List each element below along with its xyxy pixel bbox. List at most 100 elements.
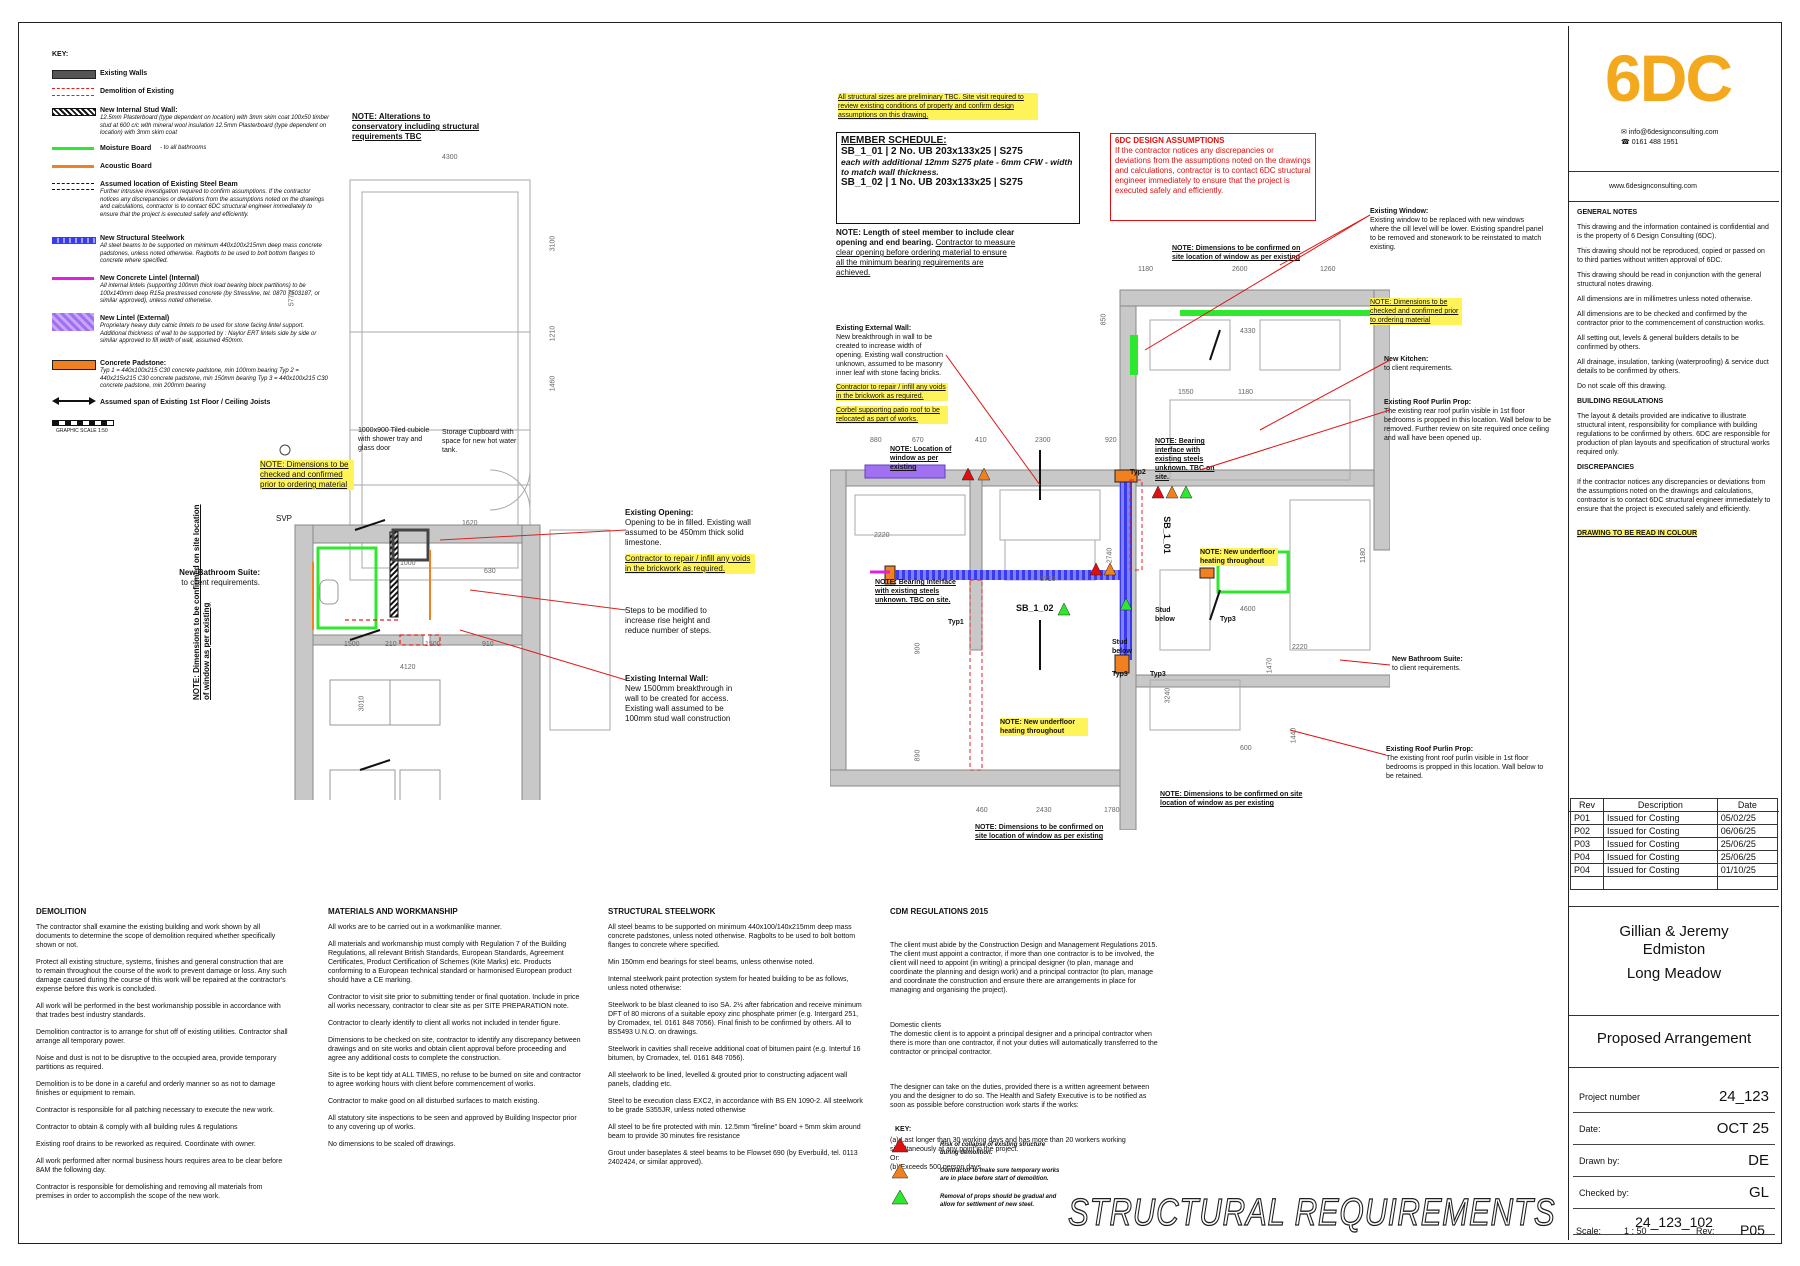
padstone-symbol [52, 360, 96, 370]
steelwork-notes: All steel beams to be supported on minim… [608, 924, 863, 1166]
bearing-interface-note-1: NOTE: Bearing interface with existing st… [1155, 438, 1215, 481]
cdm-notes: The client must abide by the Constructio… [890, 942, 1158, 1171]
window-location-existing-note: NOTE: Location of window as per existing [890, 446, 952, 471]
right-floor-plan [830, 289, 1390, 830]
dimension-label: 1460 [549, 375, 557, 392]
key-item-desc: All internal lintels (supporting 100mm t… [100, 283, 320, 304]
dimension-label: 1780 [1104, 807, 1120, 814]
key-item-label: New Internal Stud Wall: [100, 107, 178, 114]
cubicle-label: 1000x900 Tiled cubicle with shower tray … [358, 427, 430, 452]
dimension-label: 1180 [1238, 389, 1254, 396]
key-item-label: New Concrete Lintel (Internal) [100, 275, 200, 282]
demolition-notes: The contractor shall examine the existin… [36, 924, 288, 1200]
dimension-label: 1000 [400, 560, 416, 567]
rev-label: Rev: [1696, 1226, 1715, 1236]
key-item-desc: Further intrusive investigation required… [100, 189, 325, 218]
key-item-desc: - to all bathrooms [160, 145, 207, 151]
acoustic-board-symbol [52, 165, 94, 168]
padstone-label: Typ1 [948, 619, 964, 626]
revision-row: P03 Issued for Costing 25/06/25 [1570, 837, 1779, 851]
checked-by-row: Checked by: GL [1573, 1176, 1775, 1209]
left-bathroom-callout: New Bathroom Suite: to client requiremen… [179, 568, 260, 587]
dimension-label: 1620 [462, 520, 478, 527]
dimension-label: 2430 [1036, 807, 1052, 814]
dimension-label: 4600 [1240, 606, 1256, 613]
key-item-label: Demolition of Existing [100, 88, 174, 95]
dimension-label: 2220 [1292, 644, 1308, 651]
site-name: Long Meadow [1626, 965, 1722, 982]
dimension-label: 1180 [1138, 266, 1154, 273]
dimension-label: 1500 [344, 641, 360, 648]
company-logo: 6DC [1605, 41, 1733, 115]
existing-wall-symbol [52, 70, 96, 79]
dimension-label: 600 [1240, 745, 1252, 752]
dimension-label: 1550 [1178, 389, 1194, 396]
section-title-steelwork: STRUCTURAL STEELWORK [608, 907, 716, 916]
underfloor-note-1: NOTE: New underfloor heating throughout [1200, 548, 1278, 566]
building-regs-title: BUILDING REGULATIONS [1577, 398, 1664, 405]
drawing-number: 24_123_102 [1635, 1214, 1713, 1230]
dimension-label: 4300 [442, 154, 458, 161]
stud-wall-symbol [52, 108, 96, 116]
revision-row: P04 Issued for Costing 01/10/25 [1570, 863, 1779, 877]
project-number-row: Project number 24_123 [1573, 1080, 1775, 1113]
client-panel: Gillian & Jeremy Edmiston Long Meadow [1569, 906, 1779, 1016]
dimension-label: 1500 [425, 641, 441, 648]
padstone-label: Typ2 [1130, 469, 1146, 476]
steps-callout: Steps to be modified to increase rise he… [625, 606, 712, 635]
beam-label-sb-1-02: SB_1_02 [1016, 603, 1054, 613]
client-name-line2: Edmiston [1642, 941, 1706, 958]
general-notes-panel: GENERAL NOTES This drawing and the infor… [1569, 202, 1779, 812]
email-icon: ✉ [1621, 129, 1627, 136]
date-row: Date: OCT 25 [1573, 1112, 1775, 1145]
props-removal-icon [891, 1189, 909, 1205]
key-item-desc: 12.5mm Plasterboard (type dependent on l… [100, 115, 330, 136]
key-item-desc: All steel beams to be supported on minim… [100, 243, 322, 264]
existing-steel-symbol [52, 183, 94, 190]
dimension-label: 410 [975, 437, 987, 444]
key-item-label: Existing Walls [100, 70, 148, 77]
warning-triangle-icons [891, 1138, 909, 1205]
key-item-label: New Structural Steelwork [100, 235, 185, 242]
temporary-works-icon [891, 1163, 909, 1179]
graphic-scale-bar [52, 420, 114, 426]
dimension-label: 2220 [874, 532, 890, 539]
bearing-interface-note-2: NOTE: Bearing interface with existing st… [875, 579, 956, 604]
phone-icon: ☎ [1621, 139, 1630, 146]
section-title-materials: MATERIALS AND WORKMANSHIP [328, 907, 458, 916]
materials-notes: All works are to be carried out in a wor… [328, 924, 581, 1148]
phone-line: ☎ 0161 488 1951 [1621, 139, 1679, 146]
drawing-big-title: STRUCTURAL REQUIREMENTS [1067, 1191, 1556, 1234]
steel-length-note: NOTE: Length of steel member to include … [836, 228, 1016, 277]
dimension-label: 3010 [358, 695, 366, 712]
cdm-key-item: Risk of collapse of existing structure d… [940, 1142, 1046, 1156]
left-note-alterations: NOTE: Alterations to conservatory includ… [352, 112, 480, 141]
graphic-scale-label: GRAPHIC SCALE 1:50 [56, 428, 108, 434]
internal-lintel-symbol [52, 277, 94, 280]
dimension-label: 4120 [400, 664, 416, 671]
dimension-label: 920 [1105, 437, 1117, 444]
front-purlin-callout: Existing Roof Purlin Prop: The existing … [1386, 746, 1544, 780]
underfloor-note-2: NOTE: New underfloor heating throughout [1000, 718, 1088, 736]
right-bathroom-callout: New Bathroom Suite: to client requiremen… [1392, 656, 1463, 672]
kitchen-callout: New Kitchen: to client requirements. [1384, 356, 1453, 372]
revision-row: P01 Issued for Costing 05/02/25 [1570, 811, 1779, 825]
left-floor-plan [279, 179, 611, 800]
window-location-note-bottom-left: NOTE: Dimensions to be confirmed on site… [975, 824, 1104, 840]
right-note-dims: NOTE: Dimensions to be checked and confi… [1370, 298, 1462, 325]
cdm-key-item: Removal of props should be gradual and a… [940, 1194, 1057, 1208]
key-item-desc: Proprietary heavy duty catnic lintels to… [100, 323, 317, 344]
revision-row: P02 Issued for Costing 06/06/25 [1570, 824, 1779, 838]
website-panel: www.6designconsulting.com [1569, 172, 1779, 202]
discrepancies-title: DISCREPANCIES [1577, 464, 1635, 471]
key-item-label: Concrete Padstone: [100, 360, 167, 367]
website-link[interactable]: www.6designconsulting.com [1609, 183, 1697, 190]
drawn-by-row: Drawn by: DE [1573, 1144, 1775, 1177]
title-block: 6DC ✉ info@6designconsulting.com ☎ 0161 … [1568, 26, 1779, 1240]
padstone-label: Typ3 [1112, 671, 1128, 678]
key-item-label: Moisture Board [100, 145, 152, 152]
member-schedule-box: MEMBER SCHEDULE: SB_1_01 | 2 No. UB 203x… [836, 132, 1080, 224]
stud-below-label: Stud below [1112, 639, 1132, 655]
dimension-label: 1210 [549, 325, 557, 342]
rear-purlin-callout: Existing Roof Purlin Prop: The existing … [1384, 399, 1552, 442]
